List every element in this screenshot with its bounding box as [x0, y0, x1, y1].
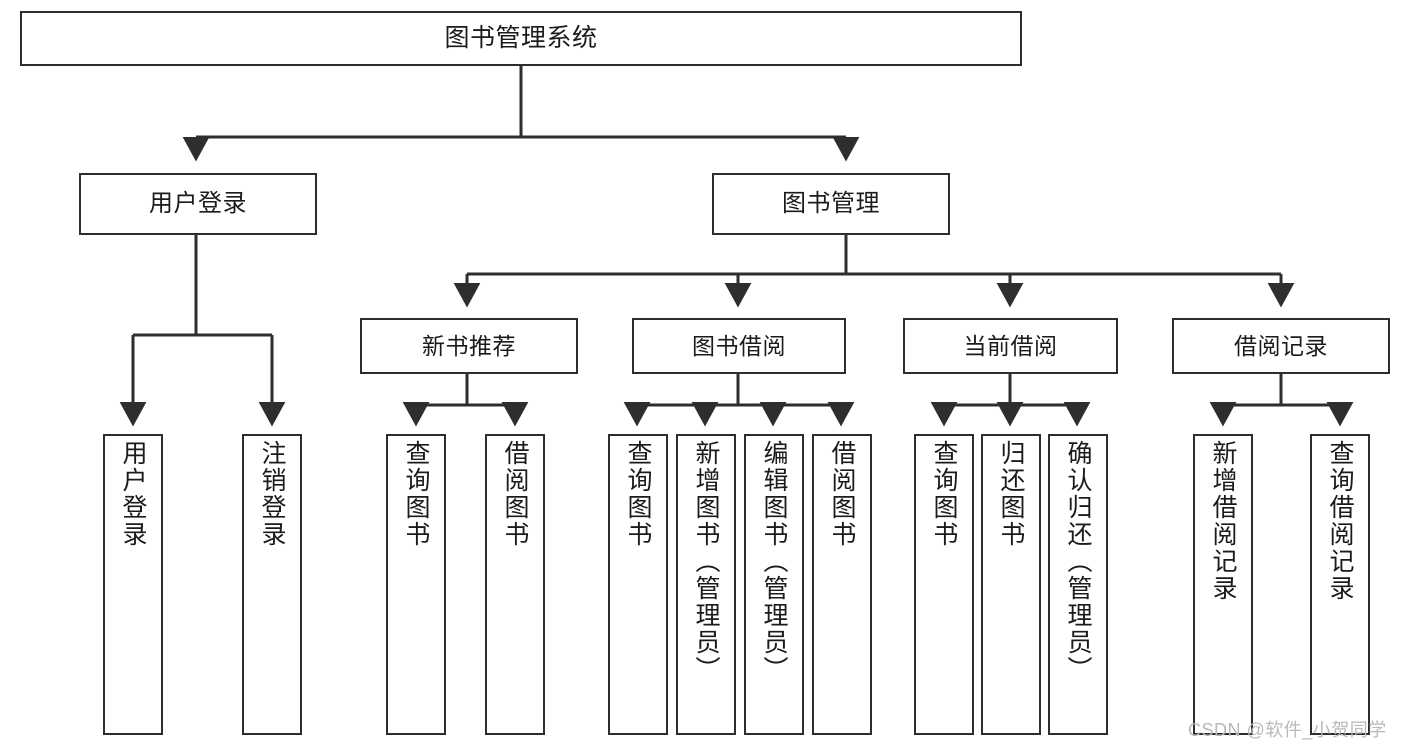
node-label: 图书借阅: [692, 332, 786, 359]
node-leaf-query-book-3[interactable]: 查询图书: [914, 434, 974, 735]
node-label: 用户登录: [119, 440, 147, 548]
node-leaf-query-book-2[interactable]: 查询图书: [608, 434, 668, 735]
node-leaf-query-book-1[interactable]: 查询图书: [386, 434, 446, 735]
node-label: 确认归还（管理员）: [1064, 440, 1092, 683]
node-label: 新书推荐: [422, 332, 516, 359]
node-label: 用户登录: [149, 190, 247, 218]
node-leaf-add-book[interactable]: 新增图书（管理员）: [676, 434, 736, 735]
node-leaf-add-record[interactable]: 新增借阅记录: [1193, 434, 1253, 735]
node-leaf-user-logout[interactable]: 注销登录: [242, 434, 302, 735]
node-label: 查询图书: [402, 440, 430, 548]
node-root-system[interactable]: 图书管理系统: [20, 11, 1022, 66]
node-leaf-confirm-return[interactable]: 确认归还（管理员）: [1048, 434, 1108, 735]
node-leaf-user-login[interactable]: 用户登录: [103, 434, 163, 735]
node-label: 注销登录: [258, 440, 286, 548]
watermark-text: CSDN @软件_小贺同学: [1188, 720, 1387, 740]
node-leaf-edit-book[interactable]: 编辑图书（管理员）: [744, 434, 804, 735]
node-label: 借阅图书: [828, 440, 856, 548]
node-label: 查询图书: [624, 440, 652, 548]
node-label: 编辑图书（管理员）: [760, 440, 788, 683]
node-current-borrow[interactable]: 当前借阅: [903, 318, 1118, 374]
node-label: 新增借阅记录: [1209, 440, 1237, 602]
node-label: 图书管理系统: [444, 24, 598, 53]
node-book-management[interactable]: 图书管理: [712, 173, 950, 235]
node-label: 图书管理: [782, 190, 880, 218]
node-new-book-recommend[interactable]: 新书推荐: [360, 318, 578, 374]
node-label: 借阅记录: [1234, 332, 1328, 359]
node-label: 当前借阅: [963, 332, 1058, 359]
node-leaf-query-record[interactable]: 查询借阅记录: [1310, 434, 1370, 735]
node-user-login[interactable]: 用户登录: [79, 173, 317, 235]
node-label: 借阅图书: [501, 440, 529, 548]
node-leaf-return-book[interactable]: 归还图书: [981, 434, 1041, 735]
node-label: 查询借阅记录: [1326, 440, 1354, 602]
node-leaf-borrow-book-1[interactable]: 借阅图书: [485, 434, 545, 735]
node-label: 归还图书: [997, 440, 1025, 548]
node-label: 查询图书: [930, 440, 958, 548]
node-book-borrow[interactable]: 图书借阅: [632, 318, 846, 374]
node-borrow-record[interactable]: 借阅记录: [1172, 318, 1390, 374]
node-leaf-borrow-book-2[interactable]: 借阅图书: [812, 434, 872, 735]
node-label: 新增图书（管理员）: [692, 440, 720, 683]
